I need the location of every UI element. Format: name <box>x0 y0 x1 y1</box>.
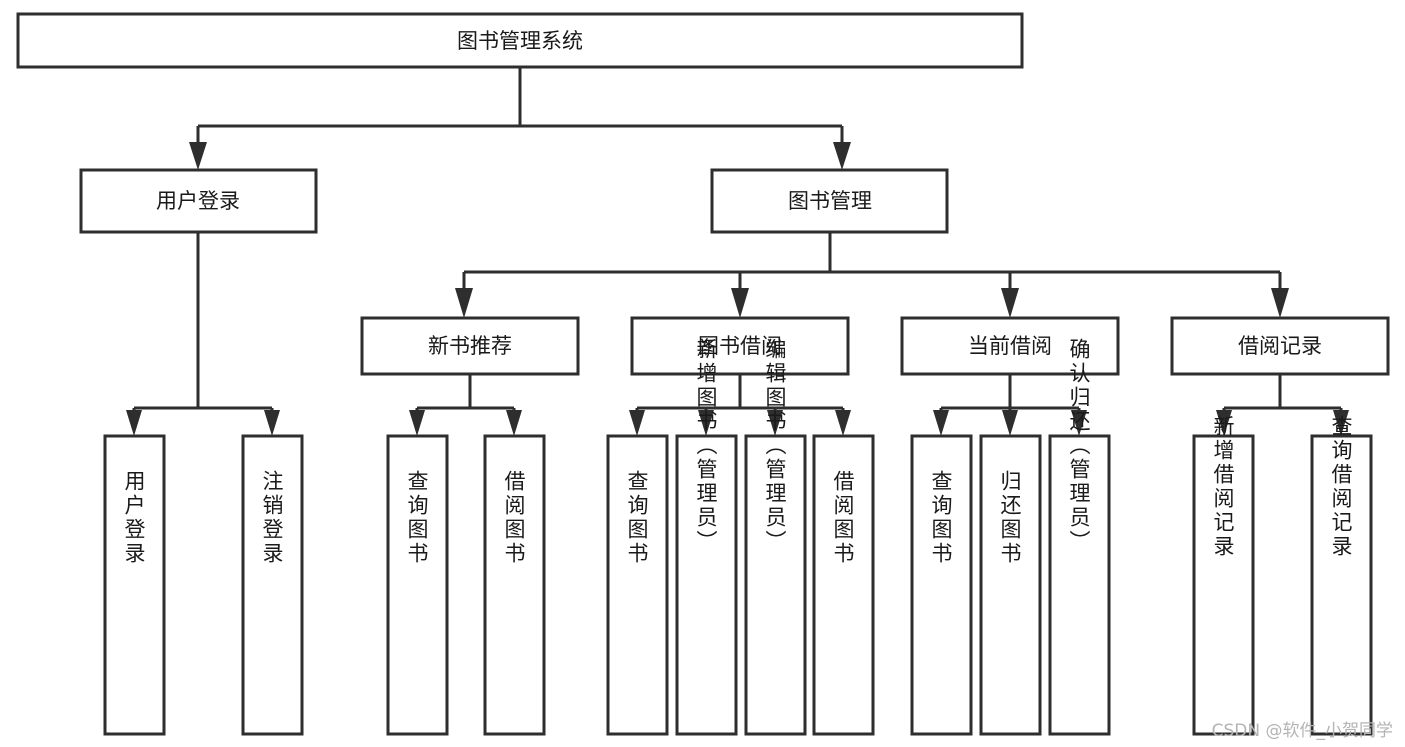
node-new-book-recommend[interactable]: 新书推荐 <box>360 316 580 376</box>
node-root-book-management-system[interactable]: 图书管理系统 <box>16 12 1024 69</box>
node-label-leaf-user-login: 用户登录 <box>122 470 146 566</box>
arrow-head-icon <box>767 410 783 436</box>
arrow-head-icon <box>835 410 851 436</box>
node-label-borrow-record: 借阅记录 <box>1238 334 1322 358</box>
node-box-shape <box>979 434 1042 736</box>
node-leaf-borrow-book-1[interactable]: 借阅图书 <box>483 434 546 736</box>
arrow-head-icon <box>506 410 522 436</box>
node-label-leaf-return-book: 归还图书 <box>998 470 1022 566</box>
node-label-leaf-borrow-book-2: 借阅图书 <box>831 470 855 566</box>
arrow-head-icon <box>126 410 142 436</box>
arrow-head-icon <box>833 142 851 170</box>
node-book-borrow[interactable]: 图书借阅 <box>630 316 850 376</box>
node-box-shape <box>103 434 166 736</box>
arrow-head-icon <box>629 410 645 436</box>
node-leaf-query-book-3[interactable]: 查询图书 <box>910 434 973 736</box>
node-box-shape <box>1170 316 1390 376</box>
node-leaf-return-book[interactable]: 归还图书 <box>979 434 1042 736</box>
node-box-shape <box>386 434 449 736</box>
node-label-leaf-query-book-1: 查询图书 <box>405 470 429 566</box>
arrow-head-icon <box>1333 410 1349 436</box>
arrow-head-icon <box>189 142 207 170</box>
connector-newbook-to-leaves <box>409 374 522 436</box>
node-label-leaf-add-record: 新增借阅记录 <box>1211 415 1235 559</box>
arrow-head-icon <box>264 410 280 436</box>
node-leaf-confirm-return[interactable]: 确认归还（管理员） <box>1048 338 1111 736</box>
node-label-leaf-query-book-3: 查询图书 <box>929 470 953 566</box>
node-label-user-login: 用户登录 <box>156 189 240 213</box>
node-box-shape <box>812 434 875 736</box>
arrow-head-icon <box>455 288 473 318</box>
node-box-shape <box>16 12 1024 69</box>
node-book-management[interactable]: 图书管理 <box>710 168 949 234</box>
node-label-book-management: 图书管理 <box>788 189 872 213</box>
connector-borrowrecord-to-leaves <box>1216 374 1349 436</box>
node-leaf-add-record[interactable]: 新增借阅记录 <box>1192 415 1255 736</box>
node-box-shape <box>1310 434 1373 736</box>
node-leaf-logout-login[interactable]: 注销登录 <box>241 434 304 736</box>
node-label-root: 图书管理系统 <box>457 29 583 53</box>
node-label-current-borrow: 当前借阅 <box>968 334 1052 358</box>
node-leaf-edit-book[interactable]: 编辑图书（管理员） <box>744 338 807 736</box>
node-box-shape <box>910 434 973 736</box>
node-label-leaf-edit-book: 编辑图书（管理员） <box>763 338 787 554</box>
node-label-leaf-add-book: 新增图书（管理员） <box>694 338 718 554</box>
connector-currentborrow-to-leaves <box>933 374 1087 436</box>
arrow-head-icon <box>409 410 425 436</box>
node-leaf-user-login[interactable]: 用户登录 <box>103 434 166 736</box>
arrow-head-icon <box>1271 288 1289 318</box>
node-box-shape <box>675 434 738 736</box>
node-leaf-query-book-2[interactable]: 查询图书 <box>606 434 669 736</box>
node-user-login[interactable]: 用户登录 <box>79 168 318 234</box>
node-box-shape <box>79 168 318 234</box>
arrow-head-icon <box>731 288 749 318</box>
node-label-leaf-query-book-2: 查询图书 <box>625 470 649 566</box>
node-leaf-query-record[interactable]: 查询借阅记录 <box>1310 415 1373 736</box>
node-leaf-borrow-book-2[interactable]: 借阅图书 <box>812 434 875 736</box>
node-box-shape <box>630 316 850 376</box>
arrow-head-icon <box>1071 410 1087 436</box>
connector-root-to-level2 <box>189 67 851 170</box>
node-label-leaf-borrow-book-1: 借阅图书 <box>502 470 526 566</box>
node-leaf-query-book-1[interactable]: 查询图书 <box>386 434 449 736</box>
node-current-borrow[interactable]: 当前借阅 <box>900 316 1120 376</box>
node-box-shape <box>1048 434 1111 736</box>
node-box-shape <box>744 434 807 736</box>
node-box-shape <box>710 168 949 234</box>
node-box-shape <box>483 434 546 736</box>
node-borrow-record[interactable]: 借阅记录 <box>1170 316 1390 376</box>
node-label-leaf-confirm-return: 确认归还（管理员） <box>1067 338 1091 554</box>
node-box-shape <box>241 434 304 736</box>
node-label-leaf-query-record: 查询借阅记录 <box>1329 415 1353 559</box>
connector-bookmgmt-to-level3 <box>455 232 1289 318</box>
connector-userlogin-to-leaves <box>126 232 280 436</box>
arrow-head-icon <box>933 410 949 436</box>
node-box-shape <box>900 316 1120 376</box>
arrow-head-icon <box>698 410 714 436</box>
node-label-leaf-logout-login: 注销登录 <box>260 470 284 566</box>
arrow-head-icon <box>1001 288 1019 318</box>
node-label-new-book-recommend: 新书推荐 <box>428 334 512 358</box>
node-box-shape <box>360 316 580 376</box>
node-label-book-borrow: 图书借阅 <box>698 334 782 358</box>
arrow-head-icon <box>1216 410 1232 436</box>
node-box-shape <box>1192 434 1255 736</box>
arrow-head-icon <box>1002 410 1018 436</box>
connector-bookborrow-to-leaves <box>629 374 851 436</box>
node-leaf-add-book[interactable]: 新增图书（管理员） <box>675 338 738 736</box>
node-box-shape <box>606 434 669 736</box>
